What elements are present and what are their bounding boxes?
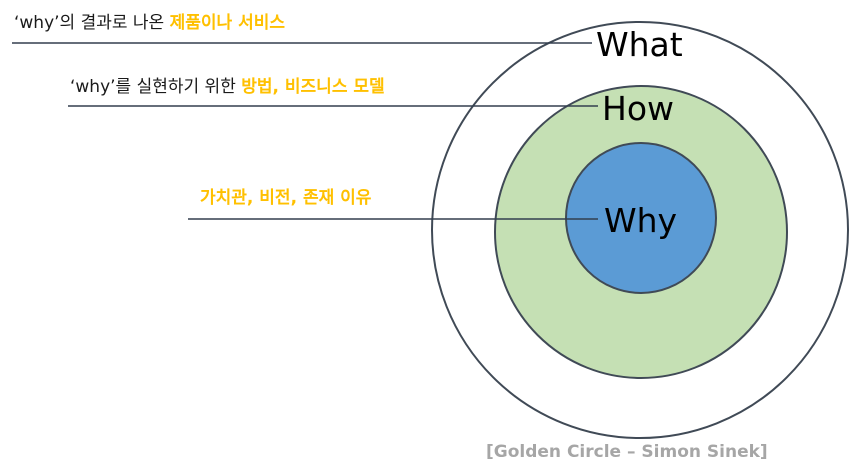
ring-label-why: Why	[604, 201, 677, 240]
annotation-how-plain: ‘why’를 실현하기 위한	[70, 77, 241, 97]
annotation-what-plain: ‘why’의 결과로 나온	[14, 13, 170, 33]
annotation-why-highlight: 가치관, 비전, 존재 이유	[200, 188, 372, 208]
annotation-how-highlight: 방법, 비즈니스 모델	[241, 76, 384, 97]
annotation-what: ‘why’의 결과로 나온 제품이나 서비스	[14, 13, 285, 33]
ring-label-what: What	[596, 25, 683, 64]
annotation-what-highlight: 제품이나 서비스	[170, 13, 286, 33]
caption: [Golden Circle – Simon Sinek]	[486, 442, 768, 462]
annotation-why: 가치관, 비전, 존재 이유	[200, 188, 372, 208]
inner-circle-why	[565, 142, 717, 294]
ring-label-how: How	[602, 89, 674, 128]
annotation-how: ‘why’를 실현하기 위한 방법, 비즈니스 모델	[70, 76, 385, 97]
